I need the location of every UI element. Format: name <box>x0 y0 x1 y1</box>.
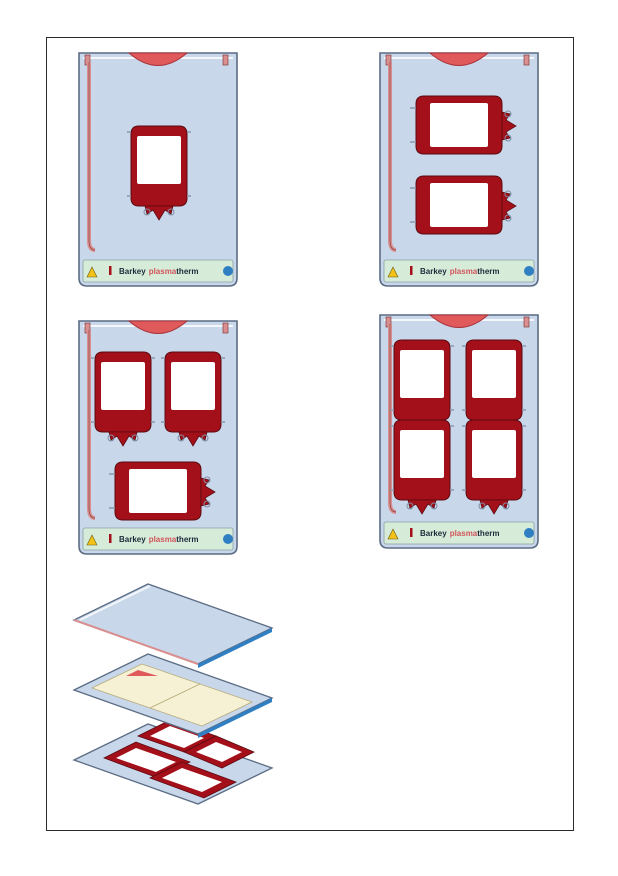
blood-unit-3 <box>389 419 455 515</box>
blood-unit-3 <box>108 461 216 521</box>
blood-unit-1 <box>126 125 192 221</box>
blood-unit-2 <box>160 351 226 447</box>
blood-unit-1 <box>90 351 156 447</box>
blood-unit-1 <box>409 95 517 155</box>
blood-unit-4 <box>461 419 527 515</box>
layer-cover-bag <box>72 583 274 668</box>
exploded-assembly-view <box>72 583 274 805</box>
layer-blood-units <box>72 719 274 805</box>
layer-heating-pad <box>72 653 274 738</box>
blood-unit-2 <box>409 175 517 235</box>
warming-bag-shell <box>379 52 539 287</box>
